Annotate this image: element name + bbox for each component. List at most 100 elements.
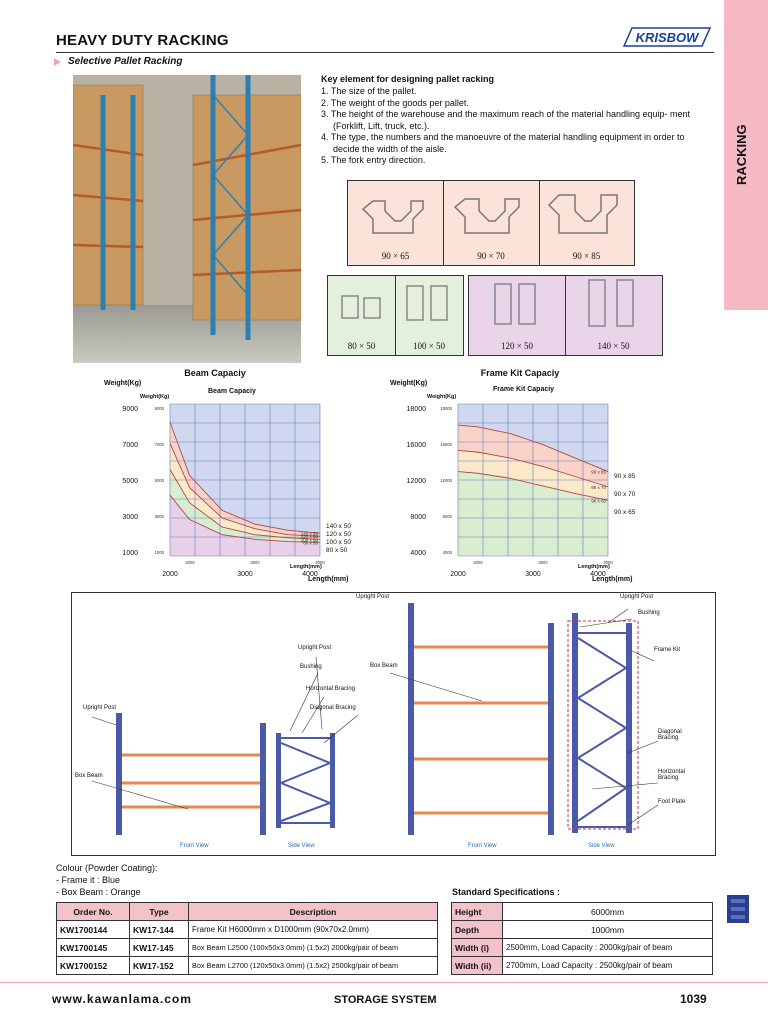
rack-thumbnail-icon [727, 895, 749, 923]
table-row: Height 6000mm [451, 902, 713, 921]
profile-cell: 90 × 70 [443, 181, 540, 265]
label-frame-kit: Frame Kit [654, 647, 681, 653]
beam-chart-inner-xlabel: Length(mm) [290, 564, 322, 570]
order-no-cell: KW1700144 [56, 920, 130, 939]
title-divider [56, 52, 714, 53]
label-box-beam: Box Beam [75, 773, 103, 779]
inner-y-tick-label: 7000 [155, 442, 165, 447]
series-label: 90 x 65 [614, 509, 636, 516]
type-cell: KW17-145 [129, 938, 189, 957]
table-row: Depth 1000mm [451, 920, 713, 939]
y-tick-label: 12000 [407, 478, 427, 485]
spec-value: 2700mm, Load Capacity : 2500kg/pair of b… [502, 956, 713, 975]
profile-shape-icon [361, 200, 424, 234]
specs-table: Height 6000mm Depth 1000mm Width (i) 250… [451, 902, 713, 975]
label-upright-post: Upright Post [356, 594, 390, 600]
series-line [457, 471, 609, 501]
inner-y-tick-label: 1000 [155, 550, 165, 555]
beam-chart-ylabel: Weight(Kg) [104, 380, 142, 387]
footer-url: www.kawanlama.com [52, 992, 192, 1006]
profile-label: 100 × 50 [412, 341, 446, 351]
profile-label: 80 × 50 [347, 341, 376, 351]
column-header: Type [129, 902, 189, 921]
frame-chart-inner-title: Frame Kit Capaciy [493, 386, 555, 393]
profile-label: 90 × 70 [477, 251, 505, 261]
profile-cell: 120 × 50 [469, 276, 566, 355]
spec-value: 2500mm, Load Capacity : 2000kg/pair of b… [502, 938, 713, 957]
series-label: 140 x 50 [326, 523, 351, 530]
profile-cell: 80 × 50 [328, 276, 396, 355]
rack-assembly-diagram: Upright Post Upright Post Bushing Frame … [71, 592, 716, 856]
series-inner-label: 100 x 50 [301, 537, 319, 542]
warehouse-photo [73, 75, 301, 363]
large-front-view [408, 603, 554, 835]
box-beam-shape-icon [588, 279, 634, 327]
footer-category: STORAGE SYSTEM [334, 994, 437, 1006]
list-item: 1. The size of the pallet. [321, 86, 417, 96]
inner-y-tick-label: 5000 [155, 478, 165, 483]
y-tick-label: 7000 [122, 442, 138, 449]
profile-cell: 100 × 50 [395, 276, 463, 355]
key-elements-list: 1. The size of the pallet. 2. The weight… [321, 86, 713, 167]
series-line [457, 449, 609, 488]
frame-chart-inner-ylabel: Weight(Kg) [427, 394, 457, 400]
series-line [169, 422, 321, 534]
inner-y-tick-label: 9000 [155, 406, 165, 411]
series-label: 90 x 85 [614, 473, 636, 480]
series-inner-label: 90 x 65 [591, 498, 606, 503]
label-upright-post: Upright Post [298, 645, 332, 651]
footer-divider [0, 982, 768, 983]
label-side-view: Side View [588, 843, 615, 849]
inner-y-tick-label: 12000 [440, 478, 452, 483]
label-bushing: Bushing [300, 664, 322, 670]
x-tick-label: 4000 [590, 571, 606, 578]
label-horizontal-bracing: Horizontal Bracing [658, 769, 686, 781]
order-no-cell: KW1700145 [56, 938, 130, 957]
series-band [170, 443, 320, 540]
profile-shape-icon [453, 198, 520, 234]
list-item: 4. The type, the numbers and the manoeuv… [321, 132, 685, 154]
x-tick-label: 3000 [525, 571, 541, 578]
beam-chart-title: Beam Capaciy [184, 368, 246, 378]
specs-title: Standard Specifications : [452, 887, 561, 897]
series-label: 90 x 70 [614, 491, 636, 498]
y-tick-label: 3000 [122, 514, 138, 521]
x-tick-label: 2000 [450, 571, 466, 578]
series-inner-label: 120 x 50 [301, 534, 319, 539]
y-tick-label: 9000 [122, 406, 138, 413]
profile-cell: 140 × 50 [565, 276, 662, 355]
inner-x-tick-label: 3000 [250, 560, 260, 565]
label-side-view: Side View [288, 843, 315, 849]
y-tick-label: 5000 [122, 478, 138, 485]
box-beam-shape-icon [341, 295, 381, 319]
key-elements-heading: Key element for designing pallet racking [321, 74, 495, 84]
label-front-view: Front View [468, 843, 497, 849]
subtitle-arrow-icon [54, 58, 61, 66]
section-tab-label: RACKING [734, 124, 749, 186]
order-no-cell: KW1700152 [56, 956, 130, 975]
label-box-beam: Box Beam [370, 663, 398, 669]
spec-label: Height [451, 902, 503, 921]
table-row: KW1700145 KW17-145 Box Beam L2500 (100x5… [56, 938, 438, 957]
beam-chart-inner-ylabel: Weight(Kg) [140, 394, 170, 400]
colour-beam: - Box Beam : Orange [56, 887, 141, 897]
rack-drawing [91, 603, 659, 835]
spec-label: Width (i) [451, 938, 503, 957]
x-tick-label: 3000 [237, 571, 253, 578]
subtitle: Selective Pallet Racking [68, 56, 183, 67]
column-header: Description [188, 902, 438, 921]
beam-profiles-panel-right: 120 × 50 140 × 50 [468, 275, 663, 356]
table-row: Width (i) 2500mm, Load Capacity : 2000kg… [451, 938, 713, 957]
page-title: HEAVY DUTY RACKING [56, 32, 229, 49]
large-side-view [567, 613, 639, 833]
list-item: 5. The fork entry direction. [321, 155, 426, 165]
box-beam-shape-icon [406, 285, 448, 321]
series-inner-label: 140 x 50 [301, 531, 319, 536]
y-tick-label: 1000 [122, 550, 138, 557]
y-tick-label: 8000 [410, 514, 426, 521]
inner-y-tick-label: 18000 [440, 406, 452, 411]
inner-x-tick-label: 2000 [473, 560, 483, 565]
small-front-view [116, 713, 335, 835]
inner-y-tick-label: 4000 [443, 550, 453, 555]
